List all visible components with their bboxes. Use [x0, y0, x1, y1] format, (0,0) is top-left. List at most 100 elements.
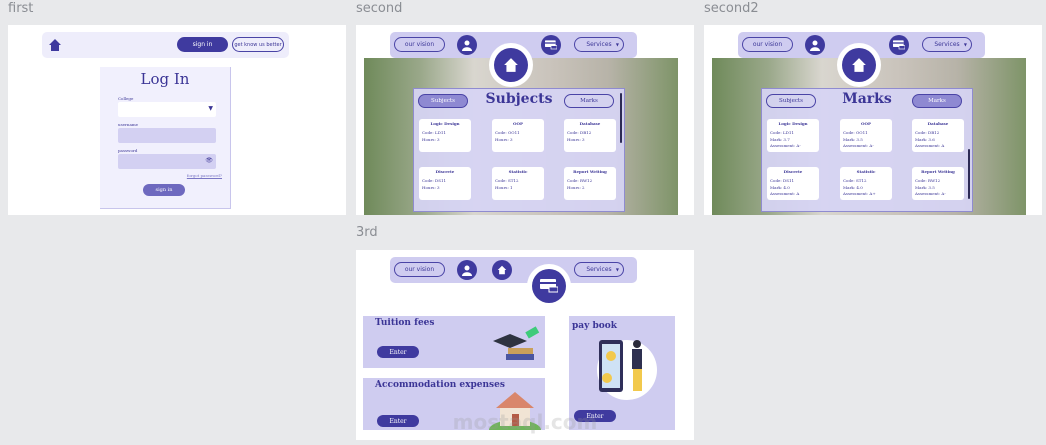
frame-marks: our vision Services▼ Marks Subjects Mark…	[704, 25, 1042, 215]
services-dropdown[interactable]: Services▼	[574, 37, 624, 52]
pay-book-illustration	[597, 340, 657, 400]
pay-book-title: pay book	[572, 321, 618, 331]
panel-title: Subjects	[485, 91, 553, 107]
eye-icon[interactable]: 👁	[205, 157, 213, 164]
main-nav: our vision Services▼	[390, 257, 637, 283]
login-nav: sign in get know us better	[42, 32, 289, 58]
payment-card-icon[interactable]	[541, 35, 561, 55]
profile-icon[interactable]	[457, 35, 477, 55]
watermark: mostaql.com	[452, 410, 598, 434]
college-label: College	[118, 96, 134, 101]
our-vision-button[interactable]: our vision	[742, 37, 793, 52]
subject-code: Code: DB12	[567, 129, 592, 135]
subject-name: Discrete	[783, 169, 803, 174]
frame-label-3rd: 3rd	[356, 225, 378, 240]
home-icon[interactable]	[48, 38, 62, 52]
sign-in-button[interactable]: sign in	[143, 184, 185, 196]
dropdown-arrow-icon: ▼	[208, 105, 213, 112]
pay-book-card: pay book Enter	[569, 316, 675, 430]
subject-hours: Hours: 1	[495, 185, 513, 190]
services-label: Services	[934, 41, 960, 48]
tab-subjects[interactable]: Subjects	[766, 94, 816, 108]
services-dropdown[interactable]: Services▼	[922, 37, 972, 52]
subject-name: OOP	[861, 121, 871, 126]
scrollbar[interactable]	[968, 149, 970, 199]
subject-assessment: Assessment: A	[915, 142, 945, 148]
subject-name: OOP	[513, 121, 523, 126]
subject-name: Discrete	[435, 169, 455, 174]
pay-book-enter-button[interactable]: Enter	[574, 410, 616, 422]
chevron-down-icon: ▼	[963, 42, 967, 47]
chevron-down-icon: ▼	[615, 42, 619, 47]
tab-subjects[interactable]: Subjects	[418, 94, 468, 108]
subject-hours: Hours: 3	[422, 185, 440, 190]
profile-icon[interactable]	[457, 260, 477, 280]
subject-code: Code: DS11	[422, 177, 447, 183]
username-input[interactable]	[118, 128, 216, 143]
subject-code: Code: ST12	[495, 177, 519, 183]
tab-marks[interactable]: Marks	[912, 94, 962, 108]
subject-name: Statistic	[856, 169, 876, 174]
get-know-us-button[interactable]: get know us better	[232, 37, 284, 52]
subject-code: Code: RW12	[915, 177, 941, 183]
home-icon[interactable]	[492, 260, 512, 280]
services-label: Services	[586, 41, 612, 48]
subject-hours: Hours: 3	[495, 137, 513, 142]
our-vision-button[interactable]: our vision	[394, 262, 445, 277]
frame-login: sign in get know us better Log In Colleg…	[8, 25, 346, 215]
frame-label-second2: second2	[704, 1, 759, 16]
subjects-panel: Subjects Subjects Marks Logic Design Cod…	[413, 88, 625, 212]
our-vision-button[interactable]: our vision	[394, 37, 445, 52]
subject-name: Report Writing	[573, 169, 607, 174]
nav-sign-in-button[interactable]: sign in	[177, 37, 228, 52]
password-input[interactable]: 👁	[118, 154, 216, 169]
subject-code: Code: DS11	[770, 177, 795, 183]
college-select[interactable]: ▼	[118, 102, 216, 117]
subject-mark: Mark: 3.5	[843, 137, 863, 142]
profile-icon[interactable]	[805, 35, 825, 55]
accommodation-card: Accommodation expenses Enter	[363, 378, 545, 430]
house-illustration	[489, 392, 541, 430]
chevron-down-icon: ▼	[615, 267, 619, 272]
services-dropdown[interactable]: Services▼	[574, 262, 624, 277]
login-title: Log In	[140, 70, 190, 88]
tuition-fees-card: Tuition fees Enter	[363, 316, 545, 368]
accommodation-enter-button[interactable]: Enter	[377, 415, 419, 427]
subject-name: Database	[927, 121, 949, 126]
subject-name: Logic Design	[778, 121, 808, 126]
username-label: username	[118, 122, 139, 127]
tuition-enter-button[interactable]: Enter	[377, 346, 419, 358]
subject-assessment: Assessment: A-	[770, 142, 801, 148]
subject-assessment: Assessment: A	[770, 190, 800, 196]
subject-code: Code: DB12	[915, 129, 940, 135]
payment-card-icon[interactable]	[889, 35, 909, 55]
subject-assessment: Assessment: A-	[843, 142, 874, 148]
subject-code: Code: RW12	[567, 177, 593, 183]
services-label: Services	[586, 266, 612, 273]
subject-mark: Mark: 3.6	[915, 137, 935, 142]
subject-code: Code: OO11	[843, 129, 868, 135]
subject-code: Code: LD11	[770, 129, 794, 135]
subject-hours: Hours: 3	[567, 137, 585, 142]
forgot-password-link[interactable]: forgot password?	[186, 173, 222, 178]
tab-marks[interactable]: Marks	[564, 94, 614, 108]
subject-assessment: Assessment: A-	[915, 190, 946, 196]
scrollbar[interactable]	[620, 93, 622, 143]
subject-code: Code: LD11	[422, 129, 446, 135]
subject-name: Logic Design	[430, 121, 460, 126]
frame-label-second: second	[356, 1, 403, 16]
subject-hours: Hours: 2	[567, 185, 585, 190]
subject-code: Code: OO11	[495, 129, 520, 135]
